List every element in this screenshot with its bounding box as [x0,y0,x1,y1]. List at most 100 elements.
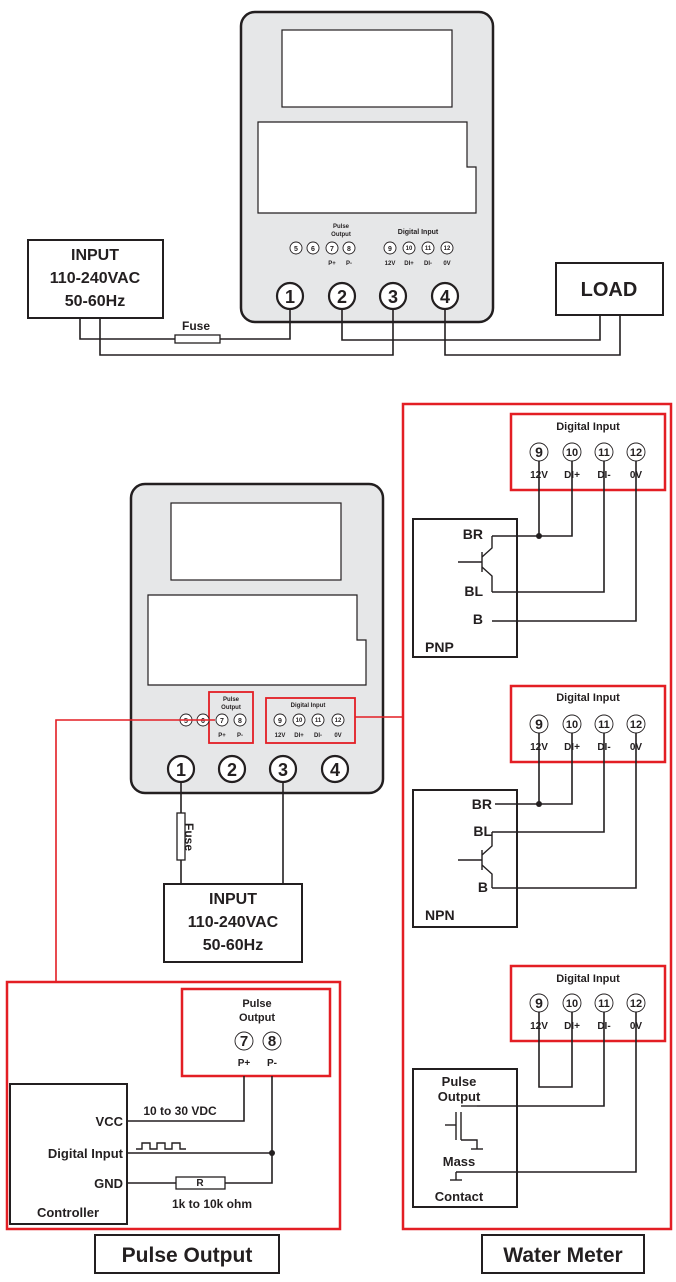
terminal-4: 4 [440,287,450,307]
pulse-output-caption-text: Pulse Output [122,1244,253,1267]
pulse-terminal-7: 7 [240,1033,248,1050]
pnp-terminal-10: 10 [566,447,578,459]
mid-digital-input-label: Digital Input [291,703,326,709]
pnp-b: B [473,611,483,627]
terminal-7: 7 [330,246,334,253]
mid-input-line-2: 110-240VAC [188,914,279,931]
terminal-2: 2 [337,287,347,307]
top-0v: 0V [443,261,450,267]
mid-pulse-label-1: Pulse [223,697,240,703]
terminal-10: 10 [406,246,413,252]
di-box-3-title: Digital Input [556,973,620,985]
pulse-wave-icon [136,1142,186,1150]
pulse-terminal-8: 8 [268,1033,276,1050]
top-load-box: LOAD [555,262,664,316]
controller-vcc: VCC [96,1114,124,1129]
water-di-box-3: Digital Input 9 10 11 12 12V DI+ DI- 0V [509,964,667,1043]
water-di-box-1: Digital Input 9 10 11 12 12V DI+ DI- 0V [509,412,667,492]
mass-terminal-10: 10 [566,998,578,1010]
mid-terminal-11: 11 [315,718,322,724]
top-di-plus: DI+ [404,261,414,267]
pnp-terminal-9: 9 [535,444,543,460]
mass-contact-sensor: Pulse Output Mass Contact [412,1012,637,1208]
npn-transistor-icon [458,832,493,888]
mid-p-minus: P- [237,733,243,739]
mass-terminal-12: 12 [630,998,642,1010]
terminal-3: 3 [388,287,398,307]
mid-terminal-5: 5 [184,718,188,725]
terminal-9: 9 [388,246,392,253]
top-input-line-2: 110-240VAC [50,270,141,287]
contact-label: Contact [435,1189,484,1204]
mid-12v: 12V [275,733,286,739]
mid-pulse-label-2: Output [221,705,241,711]
top-load-label: LOAD [581,279,638,301]
pnp-terminal-12: 12 [630,447,642,459]
mid-input-line-3: 50-60Hz [203,937,263,954]
mid-terminal-10: 10 [296,718,303,724]
controller-gnd: GND [94,1176,123,1191]
top-small-terminals: 5 6 7 8 9 10 11 12 [289,241,454,255]
pnp-bl: BL [464,583,483,599]
top-fuse-label: Fuse [182,319,210,333]
npn-terminal-9: 9 [535,716,543,732]
water-di-box-2: Digital Input 9 10 11 12 12V DI+ DI- 0V [509,684,667,764]
mid-di-plus: DI+ [294,733,304,739]
top-p-minus: P- [346,261,352,267]
mid-terminal-6: 6 [201,718,205,725]
resistor-label: R [196,1178,204,1189]
middle-wires [180,782,284,884]
top-input-line-1: INPUT [71,247,119,264]
npn-terminal-10: 10 [566,719,578,731]
water-meter-section: Digital Input 9 10 11 12 12V DI+ DI- 0V … [401,402,673,1274]
top-pulse-label-1: Pulse [333,224,350,230]
mid-0v: 0V [334,733,341,739]
pulse-p-minus: P- [267,1058,277,1069]
mass-pulse-l2: Output [438,1089,481,1104]
terminal-5: 5 [294,246,298,253]
top-di-minus: DI- [424,261,432,267]
mid-terminal-1: 1 [176,760,186,780]
pulse-p-plus: P+ [238,1058,251,1069]
npn-sensor: BR BL B NPN [412,733,637,928]
mid-p-plus: P+ [218,733,226,739]
top-digital-input-label: Digital Input [398,229,439,236]
terminal-1: 1 [285,287,295,307]
top-big-terminals: 1 2 3 4 [275,281,460,311]
top-p-plus: P+ [328,261,336,267]
terminal-6: 6 [311,246,315,253]
middle-meter: Pulse Output Digital Input 5 6 7 8 9 10 … [129,482,385,795]
mosfet-icon [445,1105,483,1181]
top-pulse-label-2: Output [331,232,351,238]
terminal-8: 8 [347,246,351,253]
controller-label: Controller [37,1205,99,1220]
top-fuse: Fuse [174,319,221,344]
pulse-output-caption: Pulse Output [94,1234,280,1274]
terminal-12: 12 [444,246,451,252]
terminal-11: 11 [425,246,432,252]
npn-terminal-12: 12 [630,719,642,731]
pnp-label: PNP [425,639,454,655]
pulse-output-section: Pulse Output 7 8 P+ P- VCC Digital Input… [5,980,342,1231]
middle-fuse: Fuse [176,812,196,861]
mid-terminal-8: 8 [238,718,242,725]
mid-terminal-12: 12 [335,718,342,724]
pulse-box-title-1: Pulse [242,998,271,1010]
mid-di-minus: DI- [314,733,322,739]
top-wires [79,309,621,356]
mass-terminal-9: 9 [535,995,543,1011]
controller-digital-input: Digital Input [48,1146,124,1161]
pnp-transistor-icon [458,536,493,592]
water-meter-caption: Water Meter [481,1234,645,1274]
di-box-2-title: Digital Input [556,692,620,704]
water-meter-caption-text: Water Meter [503,1244,622,1267]
mid-terminal-7: 7 [220,718,224,725]
npn-bl: BL [473,823,492,839]
di-box-1-title: Digital Input [556,421,620,433]
npn-br: BR [472,796,492,812]
red-link-pulse [55,719,215,982]
pnp-br: BR [463,526,483,542]
pnp-sensor: BR BL B PNP [412,461,637,658]
npn-label: NPN [425,907,455,923]
npn-b: B [478,879,488,895]
